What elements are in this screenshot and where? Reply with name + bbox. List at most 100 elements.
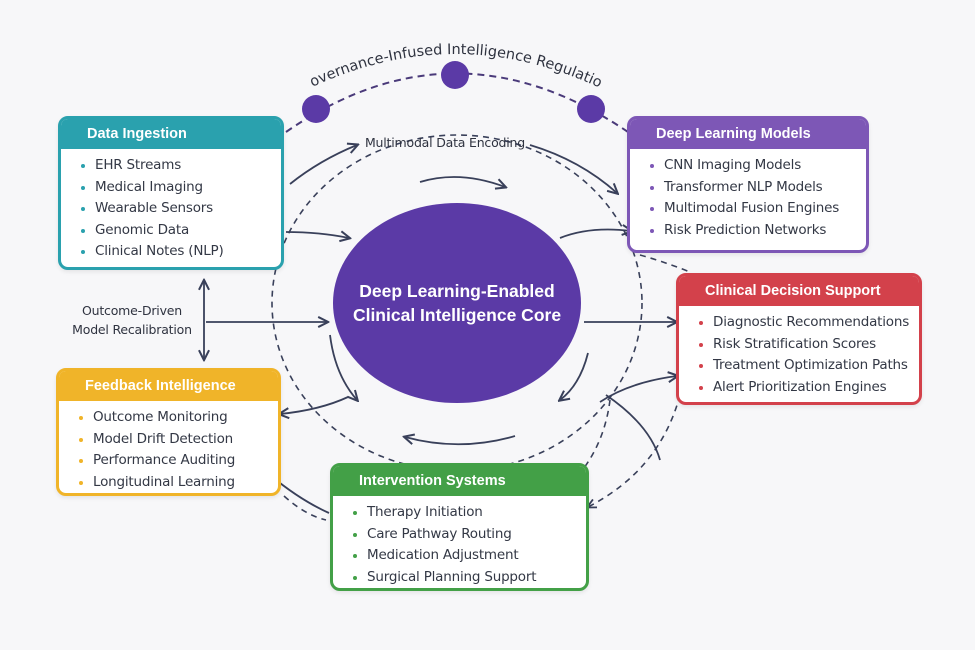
list-item-text: Care Pathway Routing	[367, 525, 512, 542]
list-item-text: Longitudinal Learning	[93, 473, 235, 490]
data-ingestion-title: Data Ingestion	[61, 119, 281, 149]
clinical-decision-support-box: Clinical Decision Support Diagnostic Rec…	[676, 273, 922, 405]
bullet-icon	[79, 480, 83, 485]
dashed-intervention-loop	[283, 495, 327, 521]
list-item-text: EHR Streams	[95, 157, 182, 173]
bullet-icon	[650, 228, 654, 233]
list-item: Care Pathway Routing	[333, 524, 586, 546]
list-item: Outcome Monitoring	[59, 407, 278, 429]
bullet-icon	[353, 532, 357, 537]
bullet-icon	[353, 511, 357, 515]
list-item-text: Model Drift Detection	[93, 430, 234, 447]
list-item: Genomic Data	[61, 220, 281, 242]
arrow-multimodal-to-models	[529, 144, 617, 193]
intervention-systems-title: Intervention Systems	[333, 466, 586, 496]
list-item-text: Therapy Initiation	[367, 504, 483, 520]
list-item: Wearable Sensors	[61, 198, 281, 220]
bullet-icon	[699, 321, 703, 325]
list-item-text: Medication Adjustment	[367, 547, 519, 563]
recalibration-label-line1: Outcome-Driven	[81, 303, 182, 318]
list-item-text: Alert Prioritization Engines	[713, 378, 887, 395]
bullet-icon	[81, 164, 85, 168]
bullet-icon	[699, 342, 703, 347]
bullet-icon	[650, 207, 654, 211]
bullet-icon	[650, 185, 654, 190]
bullet-icon	[353, 554, 357, 558]
list-item-text: Risk Stratification Scores	[713, 335, 876, 352]
dashed-decision-loop	[639, 254, 691, 273]
clinical-decision-support-title: Clinical Decision Support	[679, 276, 919, 306]
feedback-intelligence-box: Feedback Intelligence Outcome Monitoring…	[56, 368, 281, 496]
list-item: Risk Stratification Scores	[679, 334, 919, 356]
list-item-text: Surgical Planning Support	[367, 568, 537, 585]
list-item: Longitudinal Learning	[59, 472, 278, 494]
bullet-icon	[81, 185, 85, 190]
list-item: Clinical Notes (NLP)	[61, 241, 281, 263]
list-item: Multimodal Fusion Engines	[630, 198, 866, 220]
list-item: Medication Adjustment	[333, 545, 586, 567]
arrow-to-multimodal	[289, 145, 357, 185]
bullet-icon	[79, 416, 83, 420]
cycle-arrow-left	[329, 334, 357, 400]
list-item-text: Performance Auditing	[93, 452, 236, 468]
list-item-text: Risk Prediction Networks	[664, 221, 827, 238]
governance-node-left	[302, 95, 330, 123]
arc-title: Governance-Infused Intelligence Regulati…	[0, 0, 604, 91]
list-item-text: Transformer NLP Models	[664, 178, 823, 195]
list-item: Medical Imaging	[61, 177, 281, 199]
cycle-arrow-top	[419, 176, 505, 187]
deep-learning-models-title: Deep Learning Models	[630, 119, 866, 149]
list-item-text: Clinical Notes (NLP)	[95, 243, 224, 259]
cycle-arrow-right	[560, 352, 589, 400]
list-item: CNN Imaging Models	[630, 155, 866, 177]
governance-node-center	[441, 61, 469, 89]
cycle-arrow-bottom	[405, 436, 516, 446]
bullet-icon	[81, 250, 85, 254]
list-item: Surgical Planning Support	[333, 567, 586, 589]
list-item-text: Diagnostic Recommendations	[713, 314, 910, 330]
arrow-loop-to-decision	[599, 376, 677, 403]
list-item: Transformer NLP Models	[630, 177, 866, 199]
list-item: EHR Streams	[61, 155, 281, 177]
bullet-icon	[81, 228, 85, 233]
list-item: Model Drift Detection	[59, 429, 278, 451]
list-item-text: Genomic Data	[95, 221, 190, 238]
list-item-text: Multimodal Fusion Engines	[664, 200, 840, 216]
bullet-icon	[79, 437, 83, 442]
bullet-icon	[650, 164, 654, 168]
arrow-ingestion-to-core	[285, 232, 349, 238]
bullet-icon	[699, 364, 703, 368]
multimodal-label: Multimodal Data Encoding	[364, 135, 526, 150]
core-circle: Deep Learning-Enabled Clinical Intellige…	[333, 203, 581, 403]
list-item: Therapy Initiation	[333, 502, 586, 524]
list-item-text: CNN Imaging Models	[664, 157, 802, 173]
list-item: Treatment Optimization Paths	[679, 355, 919, 377]
list-item-text: Medical Imaging	[95, 178, 203, 195]
list-item-text: Wearable Sensors	[95, 200, 213, 216]
arrow-core-to-models	[559, 230, 631, 239]
list-item: Performance Auditing	[59, 450, 278, 472]
bullet-icon	[79, 459, 83, 463]
bullet-icon	[353, 575, 357, 580]
bullet-icon	[699, 385, 703, 390]
list-item: Alert Prioritization Engines	[679, 377, 919, 399]
governance-node-right	[577, 95, 605, 123]
recalibration-label-line2: Model Recalibration	[72, 322, 192, 337]
list-item: Diagnostic Recommendations	[679, 312, 919, 334]
arrow-core-to-feedback	[280, 396, 349, 414]
bullet-icon	[81, 207, 85, 211]
arrow-dashed-to-intervention	[588, 394, 681, 507]
list-item-text: Outcome Monitoring	[93, 409, 228, 425]
arrow-decision-to-intervention	[605, 394, 661, 461]
list-item: Risk Prediction Networks	[630, 220, 866, 242]
list-item-text: Treatment Optimization Paths	[713, 357, 908, 373]
core-title: Deep Learning-Enabled Clinical Intellige…	[352, 281, 562, 325]
feedback-intelligence-title: Feedback Intelligence	[59, 371, 278, 401]
